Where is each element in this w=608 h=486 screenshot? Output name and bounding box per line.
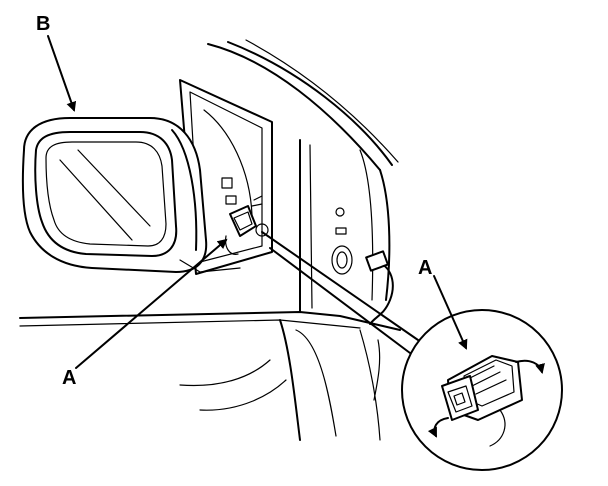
label-connector-detail: A [418,257,432,279]
callout-arrows [47,35,468,369]
door-body [19,39,401,441]
detail-leader-lines [261,231,419,357]
label-connector-main: A [62,367,76,389]
connector-detail-view [401,309,563,471]
mirror-housing [21,117,241,273]
connector-main [225,195,263,255]
label-mirror: B [36,13,50,35]
